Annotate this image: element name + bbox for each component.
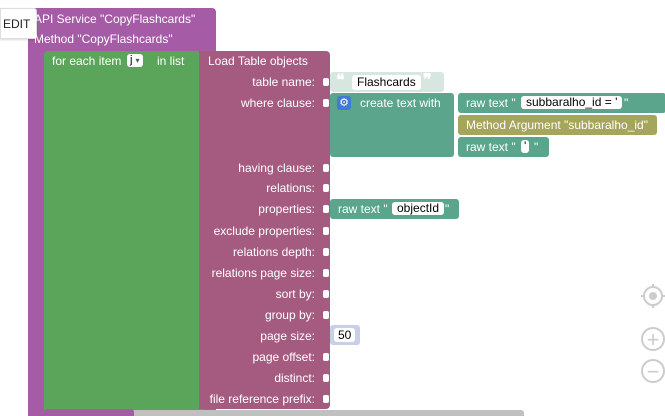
label-sort-by: sort by: xyxy=(275,287,315,301)
loop-variable-value: j xyxy=(130,54,133,66)
label-relations-depth: relations depth: xyxy=(232,245,315,259)
slot-page-offset[interactable] xyxy=(323,353,329,361)
quote-open-icon: ❝ xyxy=(336,72,345,89)
load-table-objects-block[interactable] xyxy=(199,51,330,409)
slot-distinct[interactable] xyxy=(323,374,329,382)
raw-text-end-2: " xyxy=(534,140,539,154)
slot-relations[interactable] xyxy=(323,184,329,192)
label-table-name: table name: xyxy=(252,75,315,89)
method-argument-block[interactable] xyxy=(458,115,657,135)
slot-exclude-properties[interactable] xyxy=(323,227,329,235)
slot-relations-page-size[interactable] xyxy=(323,269,329,277)
gear-icon[interactable]: ⚙ xyxy=(337,96,351,110)
label-exclude-properties: exclude properties: xyxy=(213,224,315,238)
bottom-next-block[interactable] xyxy=(44,409,134,416)
label-where-clause: where clause: xyxy=(240,96,315,110)
label-page-size: page size: xyxy=(260,329,315,343)
properties-raw-text-label: raw text " xyxy=(338,202,388,216)
bottom-gray-block xyxy=(74,410,524,416)
label-file-reference-prefix: file reference prefix: xyxy=(209,392,315,406)
slot-where-clause[interactable] xyxy=(323,99,329,107)
label-relations-page-size: relations page size: xyxy=(211,266,315,280)
label-group-by: group by: xyxy=(264,308,315,322)
properties-raw-text-end: " xyxy=(445,202,450,216)
chevron-down-icon: ▾ xyxy=(135,56,140,65)
raw-text-value-2[interactable]: ' xyxy=(521,140,530,153)
zoom-out-icon[interactable]: − xyxy=(641,359,665,383)
slot-file-reference-prefix[interactable] xyxy=(323,395,329,403)
properties-value[interactable]: objectId xyxy=(392,202,445,215)
quote-close-icon: ❞ xyxy=(423,72,432,89)
raw-text-value-1[interactable]: subbaralho_id = ' xyxy=(521,96,623,109)
label-page-offset: page offset: xyxy=(252,350,316,364)
slot-sort-by[interactable] xyxy=(323,290,329,298)
slot-having-clause[interactable] xyxy=(323,164,329,172)
method-title: Method "CopyFlashcards" xyxy=(34,32,173,46)
for-each-label: for each item xyxy=(52,54,122,68)
slot-group-by[interactable] xyxy=(323,311,329,319)
zoom-in-icon[interactable]: + xyxy=(641,327,665,351)
loop-variable-dropdown[interactable]: j ▾ xyxy=(127,54,143,67)
crosshair-icon[interactable] xyxy=(641,284,665,308)
create-text-label: create text with xyxy=(360,96,441,110)
raw-text-label-2: raw text " xyxy=(466,140,516,154)
slot-relations-depth[interactable] xyxy=(323,248,329,256)
raw-text-end-1: " xyxy=(624,96,629,110)
edit-button[interactable]: EDIT xyxy=(0,8,37,39)
for-each-block[interactable] xyxy=(44,51,204,416)
method-argument-label: Method Argument "subbaralho_id" xyxy=(466,118,648,132)
label-properties: properties: xyxy=(258,202,315,216)
slot-table-name[interactable] xyxy=(323,78,329,86)
load-table-title: Load Table objects xyxy=(208,54,308,68)
label-distinct: distinct: xyxy=(274,371,315,385)
label-relations: relations: xyxy=(266,181,315,195)
in-list-label: in list xyxy=(157,54,185,68)
label-having-clause: having clause: xyxy=(238,161,315,175)
api-service-title: API Service "CopyFlashcards" xyxy=(34,12,196,26)
slot-properties[interactable] xyxy=(323,205,329,213)
raw-text-label-1: raw text " xyxy=(466,96,516,110)
table-name-value[interactable]: Flashcards xyxy=(352,75,421,90)
page-size-value[interactable]: 50 xyxy=(334,328,356,342)
